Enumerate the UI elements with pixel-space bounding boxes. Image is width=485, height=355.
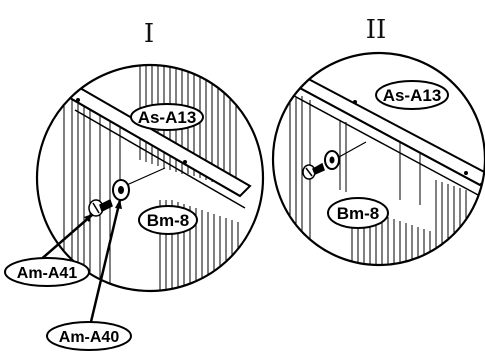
label-bar-panel-one: As-A13 — [130, 103, 204, 131]
panel-two: II — [271, 15, 485, 267]
rail-hole — [76, 98, 80, 102]
rail-hole — [353, 100, 357, 104]
label-bolt-panel-two: Bm-8 — [327, 197, 389, 229]
svg-text:Am-A40: Am-A40 — [59, 329, 120, 346]
rail-hole — [183, 160, 187, 164]
label-screw: Am-A41 — [4, 257, 90, 287]
label-washer: Am-A40 — [46, 321, 132, 351]
svg-text:As-A13: As-A13 — [383, 86, 442, 105]
svg-text:As-A13: As-A13 — [138, 108, 197, 127]
panel-one-numeral: I — [144, 19, 154, 49]
leader-screw — [37, 214, 93, 263]
svg-text:Am-A41: Am-A41 — [17, 265, 78, 282]
label-bolt-panel-one: Bm-8 — [138, 205, 198, 235]
svg-text:Bm-8: Bm-8 — [337, 204, 380, 223]
leader-washer — [88, 199, 122, 327]
washer-icon — [324, 150, 340, 170]
panel-two-detail-outline — [271, 51, 485, 267]
panel-one-detail-outline — [35, 63, 265, 293]
rail-hole — [464, 171, 468, 175]
screw-icon — [302, 162, 325, 180]
svg-text:Bm-8: Bm-8 — [147, 211, 190, 230]
screw-icon — [88, 198, 113, 217]
washer-icon — [112, 179, 130, 201]
panel-one: I — [4, 19, 265, 351]
label-bar-panel-two: As-A13 — [375, 80, 449, 110]
panel-two-numeral: II — [366, 15, 387, 45]
